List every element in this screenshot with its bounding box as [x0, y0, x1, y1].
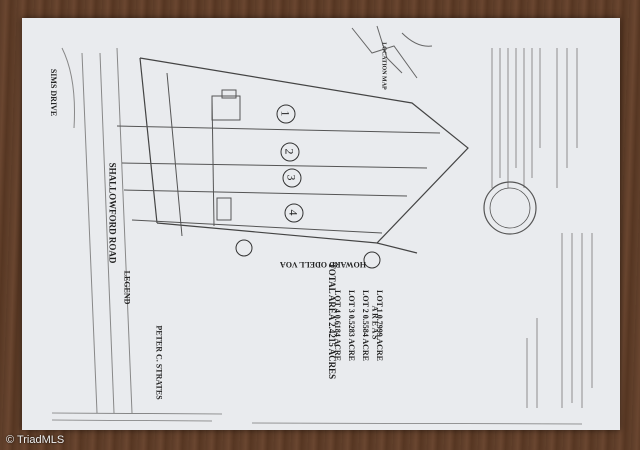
structures [211, 89, 241, 221]
lot-number-circles [235, 104, 381, 269]
notes-text-lines [491, 48, 593, 408]
area-row-lot-3: LOT 3 0.5283 ACRE [346, 290, 356, 361]
area-row-lot-1: LOT 1 0.7999 ACRE [374, 290, 384, 361]
drive-label: SIMS DRIVE [49, 68, 59, 117]
surveyor-name: PETER C. STRATES [154, 325, 164, 400]
bottom-notes [51, 412, 583, 425]
lot-3-number: 3 [284, 174, 299, 181]
area-row-lot-2: LOT 2 0.5584 ACRE [360, 290, 370, 361]
lot-1-number: 1 [278, 110, 293, 117]
surveyor-seal [483, 181, 537, 235]
total-area: TOTAL AREA 2.4215 ACRES [327, 262, 338, 380]
location-map-inset [351, 25, 433, 79]
lot-2-number: 2 [282, 148, 297, 155]
lot-lines [116, 72, 441, 237]
watermark: © TriadMLS [6, 434, 65, 446]
road-label: SHALLOWFORD ROAD [107, 162, 118, 264]
legend-label: LEGEND [122, 270, 132, 305]
lot-4-number: 4 [286, 209, 301, 216]
location-map-label: LOCATION MAP [380, 42, 387, 90]
parcel-boundary [139, 57, 469, 254]
plat-document: 1 2 3 4 SHALLOWFORD ROAD SIMS DRIVE LEGE… [22, 18, 620, 430]
plat-drawing [51, 25, 593, 425]
road-edges [61, 47, 133, 414]
owner-label: HOWARD ODELL VOA [280, 260, 366, 269]
